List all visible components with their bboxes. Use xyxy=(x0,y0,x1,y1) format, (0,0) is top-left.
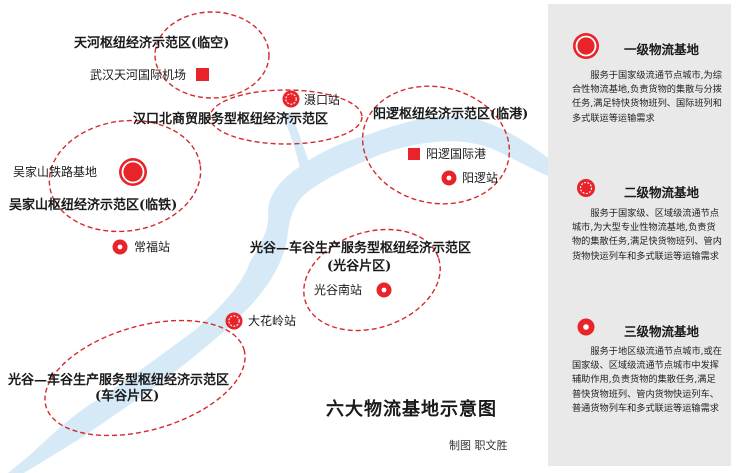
river xyxy=(8,116,548,473)
zone-ellipse-guanggu xyxy=(303,228,441,332)
place-label-guanggu-south: 光谷南站 xyxy=(314,283,363,297)
place-label-tianhe-airport: 武汉天河国际机场 xyxy=(90,68,187,82)
place-label-yangluo-station: 阳逻站 xyxy=(462,171,499,185)
zone-label-chegu-line2: (车谷片区) xyxy=(95,389,160,404)
legend-title-level1: 一级物流基地 xyxy=(624,42,700,57)
level2-icon xyxy=(282,90,300,108)
zone-label-tianhe: 天河枢纽经济示范区(临空) xyxy=(74,36,230,51)
zone-ellipse-wujiashan xyxy=(48,119,202,233)
map-title: 六大物流基地示意图 xyxy=(326,399,497,420)
zone-ellipse-chegu xyxy=(44,319,246,437)
square-icon xyxy=(408,148,420,160)
level1-icon xyxy=(573,33,599,59)
zone-label-hankoubei: 汉口北商贸服务型枢纽经济示范区 xyxy=(133,112,329,127)
zone-label-yangluo: 阳逻枢纽经济示范区(临港) xyxy=(373,107,529,122)
level2-icon xyxy=(225,312,243,330)
level3-icon xyxy=(112,239,128,255)
river-branch xyxy=(282,112,310,168)
legend-title-level2: 二级物流基地 xyxy=(624,185,700,200)
zone-label-guanggu-line2: (光谷片区) xyxy=(327,259,392,274)
level3-icon xyxy=(376,282,392,298)
zone-ellipse-hankoubei xyxy=(209,89,363,145)
square-icon xyxy=(196,68,209,81)
level2-icon xyxy=(577,179,595,197)
place-label-yangluo-port: 阳逻国际港 xyxy=(426,147,487,161)
legend-title-level3: 三级物流基地 xyxy=(624,324,700,339)
zone-label-guanggu-line1: 光谷—车谷生产服务型枢纽经济示范区 xyxy=(250,241,472,256)
legend-panel: 一级物流基地 服务于国家级流通节点城市,为综合性物流基地,负责货物的集散与分拨任… xyxy=(548,4,731,466)
level3-icon xyxy=(577,318,595,336)
map-credit: 制图 职文胜 xyxy=(449,439,508,452)
place-label-wujiashan-base: 吴家山铁路基地 xyxy=(13,165,98,179)
zone-label-chegu-line1: 光谷—车谷生产服务型枢纽经济示范区 xyxy=(8,373,230,388)
place-label-dahualing: 大花岭站 xyxy=(248,314,297,328)
level1-icon xyxy=(119,158,147,186)
legend-desc-level3: 服务于地区级流通节点城市,或在国家级、区域级流通节点城市中发挥辅助作用,负责货物… xyxy=(572,346,722,414)
zone-ellipse-tianhe xyxy=(154,11,270,99)
place-label-changfu-station: 常福站 xyxy=(134,240,171,254)
level3-icon xyxy=(441,170,457,186)
place-label-shekou-station: 滠口站 xyxy=(304,93,341,107)
legend-desc-level1: 服务于国家级流通节点城市,为综合性物流基地,负责货物的集散与分拨任务,满足特快货… xyxy=(572,70,722,124)
zone-label-wujiashan: 吴家山枢纽经济示范区(临铁) xyxy=(9,198,178,213)
legend-desc-level2: 服务于国家级、区域级流通节点城市,为大型专业性物流基地,负责货物的集散任务,满足… xyxy=(572,208,722,262)
zone-ellipse-yangluo xyxy=(361,85,511,205)
